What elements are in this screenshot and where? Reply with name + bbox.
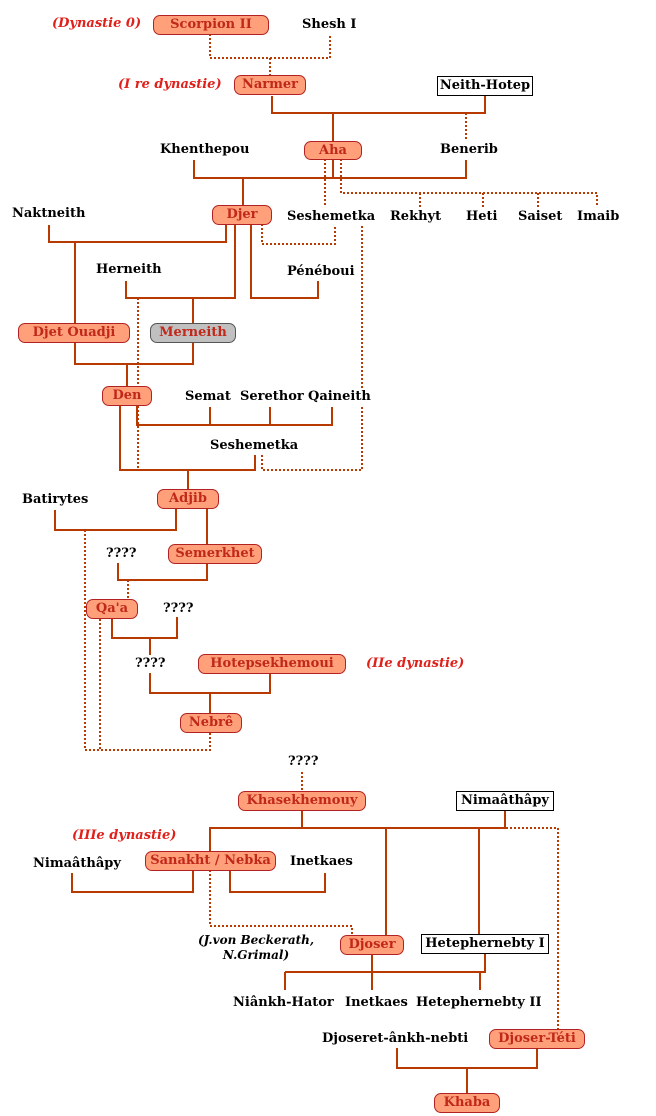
king-semerkhet: Semerkhet [168,544,262,564]
person-seshemetka-2: Seshemetka [210,438,299,453]
reference-note-line-2: N.Grimal) [222,948,290,962]
king-aha: Aha [304,141,362,160]
person-unknown-4: ???? [288,754,319,769]
king-djer: Djer [212,205,272,225]
king-sanakht-nebka: Sanakht / Nebka [145,851,276,871]
king-narmer: Narmer [234,75,306,95]
king-merneith: Merneith [150,323,236,343]
king-djoser: Djoser [340,935,404,955]
person-hetephernebty-ii: Hetephernebty II [416,995,542,1010]
king-djet: Djet Ouadji [18,323,130,343]
box-nimaathapy: Nimaâthâpy [456,791,554,811]
person-shesh-i: Shesh I [302,17,357,32]
person-khenthepou: Khenthepou [160,142,250,157]
person-nimaathapy: Nimaâthâpy [33,856,121,871]
king-nebre: Nebrê [180,713,242,733]
person-heti: Heti [466,209,498,224]
king-khasekhemouy: Khasekhemouy [238,791,366,811]
reference-note-line-1: (J.von Beckerath, [198,933,315,947]
dotted-lines [84,34,598,1029]
person-herneith: Herneith [96,262,162,277]
person-benerib: Benerib [440,142,498,157]
person-semat: Semat [185,389,231,404]
person-djoseret-ankh-nebti: Djoseret-ânkh-nebti [322,1031,469,1046]
king-den: Den [102,386,152,406]
era-dynasty-2: (IIe dynastie) [366,656,465,671]
person-qaineith: Qaineith [308,389,371,404]
person-saiset: Saiset [518,209,563,224]
reference-note: (J.von Beckerath, N.Grimal) [198,933,314,963]
person-niankh-hator: Niânkh-Hator [233,995,334,1010]
king-adjib: Adjib [157,489,219,509]
person-rekhyt: Rekhyt [390,209,442,224]
person-serethor: Serethor [240,389,304,404]
person-inetkaes-1: Inetkaes [290,854,353,869]
box-neith-hotep: Neith-Hotep [437,76,533,96]
era-dynasty-0: (Dynastie 0) [52,16,142,31]
era-dynasty-3: (IIIe dynastie) [72,828,177,843]
person-inetkaes-2: Inetkaes [345,995,408,1010]
person-unknown-3: ???? [135,656,166,671]
person-batirytes: Batirytes [22,492,89,507]
king-djoser-teti: Djoser-Téti [489,1029,585,1049]
person-peneboui: Pénéboui [287,264,355,279]
king-khaba: Khaba [434,1093,500,1113]
person-imaib: Imaib [577,209,620,224]
person-seshemetka-1: Seshemetka [287,209,376,224]
king-qaa: Qa'a [86,599,138,619]
person-unknown-1: ???? [106,546,137,561]
person-naktneith: Naktneith [12,206,86,221]
king-scorpion-ii: Scorpion II [153,15,269,35]
box-hetephernebty-i: Hetephernebty I [421,934,549,954]
era-dynasty-1: (I re dynastie) [118,77,222,92]
person-unknown-2: ???? [163,601,194,616]
king-hotepsekhemoui: Hotepsekhemoui [198,654,346,674]
